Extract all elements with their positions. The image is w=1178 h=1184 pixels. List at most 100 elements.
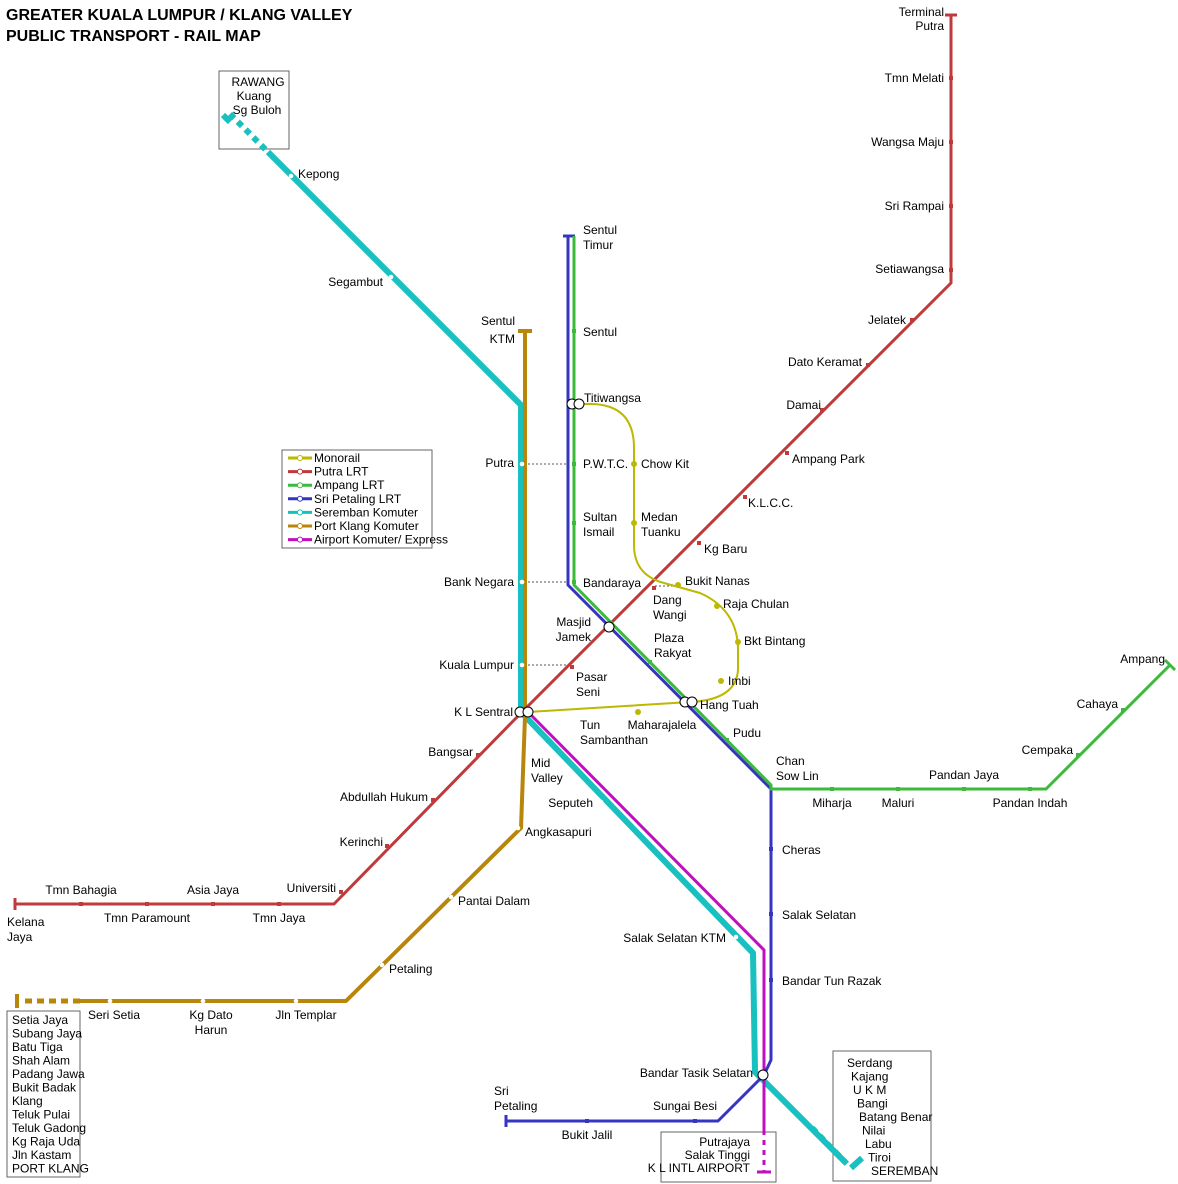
legend-item: Port Klang Komuter [288, 519, 419, 533]
label-kerinchi: Kerinchi [340, 835, 383, 849]
station-marker [385, 844, 389, 848]
label-setiawangsa: Setiawangsa [875, 262, 944, 276]
box-station-label: Shah Alam [12, 1054, 70, 1068]
label-jelatek: Jelatek [868, 313, 907, 327]
box-station-label: Serdang [847, 1056, 892, 1070]
label-sentul: Sentul [583, 325, 617, 339]
interchange-kl-sentral-b [522, 706, 534, 718]
box-station-label: Subang Jaya [12, 1027, 82, 1041]
station-marker [200, 998, 206, 1004]
box-station-label: Kuang [237, 89, 272, 103]
ampang-line-track [572, 236, 1172, 791]
box-station-label: Teluk Pulai [12, 1108, 70, 1122]
label-raja-chulan: Raja Chulan [723, 597, 789, 611]
box-station-label: SEREMBAN [871, 1164, 938, 1178]
monorail-station-marker [714, 603, 720, 609]
box-station-label: Salak Tinggi [685, 1148, 750, 1162]
label-kepong: Kepong [298, 167, 339, 181]
label-bkt-bintang: Bkt Bintang [744, 634, 805, 648]
legend-item: Putra LRT [288, 465, 369, 479]
label-jln-templar: Jln Templar [275, 1008, 336, 1022]
station-marker [515, 825, 521, 831]
label-cempaka: Cempaka [1022, 743, 1074, 757]
label-pandan-indah: Pandan Indah [993, 796, 1068, 810]
label-universiti: Universiti [287, 881, 336, 895]
legend-label: Seremban Komuter [314, 505, 418, 519]
seremban-box [832, 1050, 932, 1182]
box-station-label: Kg Raja Uda [12, 1135, 80, 1149]
station-marker [570, 665, 574, 669]
station-marker [277, 902, 281, 906]
station-marker [519, 662, 525, 668]
label-tmn-bahagia: Tmn Bahagia [45, 883, 117, 897]
legend-station-marker [297, 468, 303, 475]
port-klang-line-track [80, 333, 527, 1003]
label-bangsar: Bangsar [428, 745, 473, 759]
box-station-label: Teluk Gadong [12, 1121, 86, 1135]
legend-item: Sri Petaling LRT [288, 492, 402, 506]
box-station-label: PORT KLANG [12, 1162, 89, 1176]
label-asia-jaya: Asia Jaya [187, 883, 239, 897]
seremban-komuter-line [220, 111, 865, 1171]
label-bandar-tasik-selatan: Bandar Tasik Selatan [640, 1066, 753, 1080]
label-abdullah-hukum: Abdullah Hukum [340, 790, 428, 804]
seremban-line-dashed-south [809, 1125, 851, 1168]
box-station-label: Jln Kastam [12, 1148, 71, 1162]
label-tmn-melati: Tmn Melati [885, 71, 944, 85]
station-marker [379, 962, 385, 968]
ampang-lrt-line [572, 236, 1177, 791]
station-marker [388, 274, 394, 280]
label-sri-rampai: Sri Rampai [885, 199, 944, 213]
label-kl-sentral: K L Sentral [454, 705, 513, 719]
legend-label: Putra LRT [314, 465, 369, 479]
station-marker [949, 140, 953, 144]
legend-item: Airport Komuter/ Express [288, 533, 448, 547]
label-titiwangsa: Titiwangsa [584, 391, 641, 405]
station-marker [339, 890, 343, 894]
label-imbi: Imbi [728, 674, 751, 688]
interchange-masjid-jamek [603, 621, 615, 633]
label-chow-kit: Chow Kit [641, 457, 690, 471]
label-pantai-dalam: Pantai Dalam [458, 894, 530, 908]
station-marker [743, 495, 747, 499]
label-seri-setia: Seri Setia [88, 1008, 140, 1022]
port-klang-komuter-line [15, 329, 532, 1008]
station-marker [288, 173, 294, 179]
station-marker [652, 586, 656, 590]
ampang-line-end [1163, 658, 1177, 672]
station-marker [572, 580, 576, 584]
station-marker [293, 998, 299, 1004]
seremban-line-track [265, 149, 848, 1165]
box-station-label: Batang Benar [859, 1110, 932, 1124]
legend-station-marker [297, 482, 303, 489]
label-pandan-jaya: Pandan Jaya [929, 768, 999, 782]
station-marker [448, 894, 454, 900]
station-marker [572, 521, 576, 525]
legend-item: Monorail [288, 451, 360, 465]
legend-label: Monorail [314, 451, 360, 465]
station-marker [585, 1119, 589, 1123]
station-marker [1121, 708, 1125, 712]
interchange-bandar-tasik-selatan [757, 1069, 769, 1081]
station-marker [910, 318, 914, 322]
station-marker [1076, 753, 1080, 757]
label-pudu: Pudu [733, 726, 761, 740]
label-cheras: Cheras [782, 843, 821, 857]
label-bukit-nanas: Bukit Nanas [685, 574, 750, 588]
label-bukit-jalil: Bukit Jalil [562, 1128, 613, 1142]
station-marker [211, 902, 215, 906]
station-marker [769, 978, 773, 982]
station-marker [866, 363, 870, 367]
station-marker [962, 787, 966, 791]
